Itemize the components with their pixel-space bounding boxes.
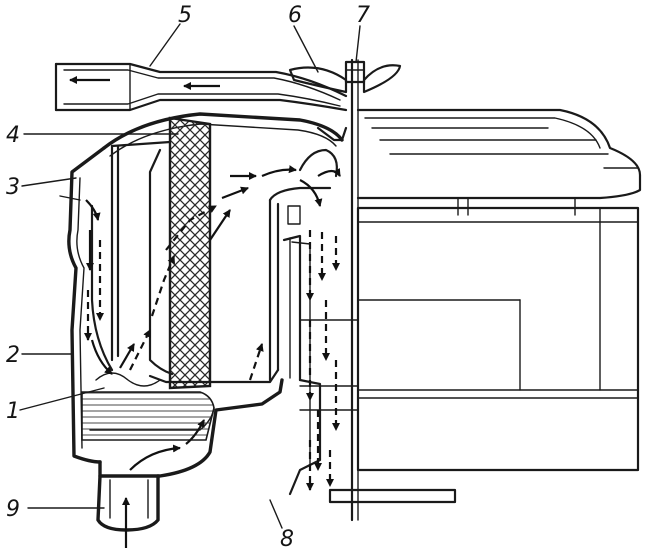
callout-3: 3: [6, 175, 20, 200]
callout-6: 6: [288, 3, 302, 28]
outlet-pipe: [54, 62, 348, 112]
callout-1: 1: [6, 399, 20, 424]
callout-2: 2: [6, 343, 20, 368]
callout-8: 8: [280, 527, 294, 552]
stud-bolt: [344, 58, 366, 522]
leader-lines: [19, 23, 361, 529]
oil-bath: [81, 391, 215, 441]
callouts: 5 6 7 4 3 2 1 9 8: [6, 3, 370, 552]
filter-housing: [59, 112, 359, 532]
wing-nut: [288, 64, 402, 94]
filter-element: [168, 116, 212, 390]
airflow-arrows: [69, 76, 341, 548]
callout-9: 9: [6, 497, 20, 522]
callout-5: 5: [178, 3, 192, 28]
callout-4: 4: [6, 123, 20, 148]
engine-body: [328, 108, 642, 504]
callout-7: 7: [356, 3, 370, 28]
